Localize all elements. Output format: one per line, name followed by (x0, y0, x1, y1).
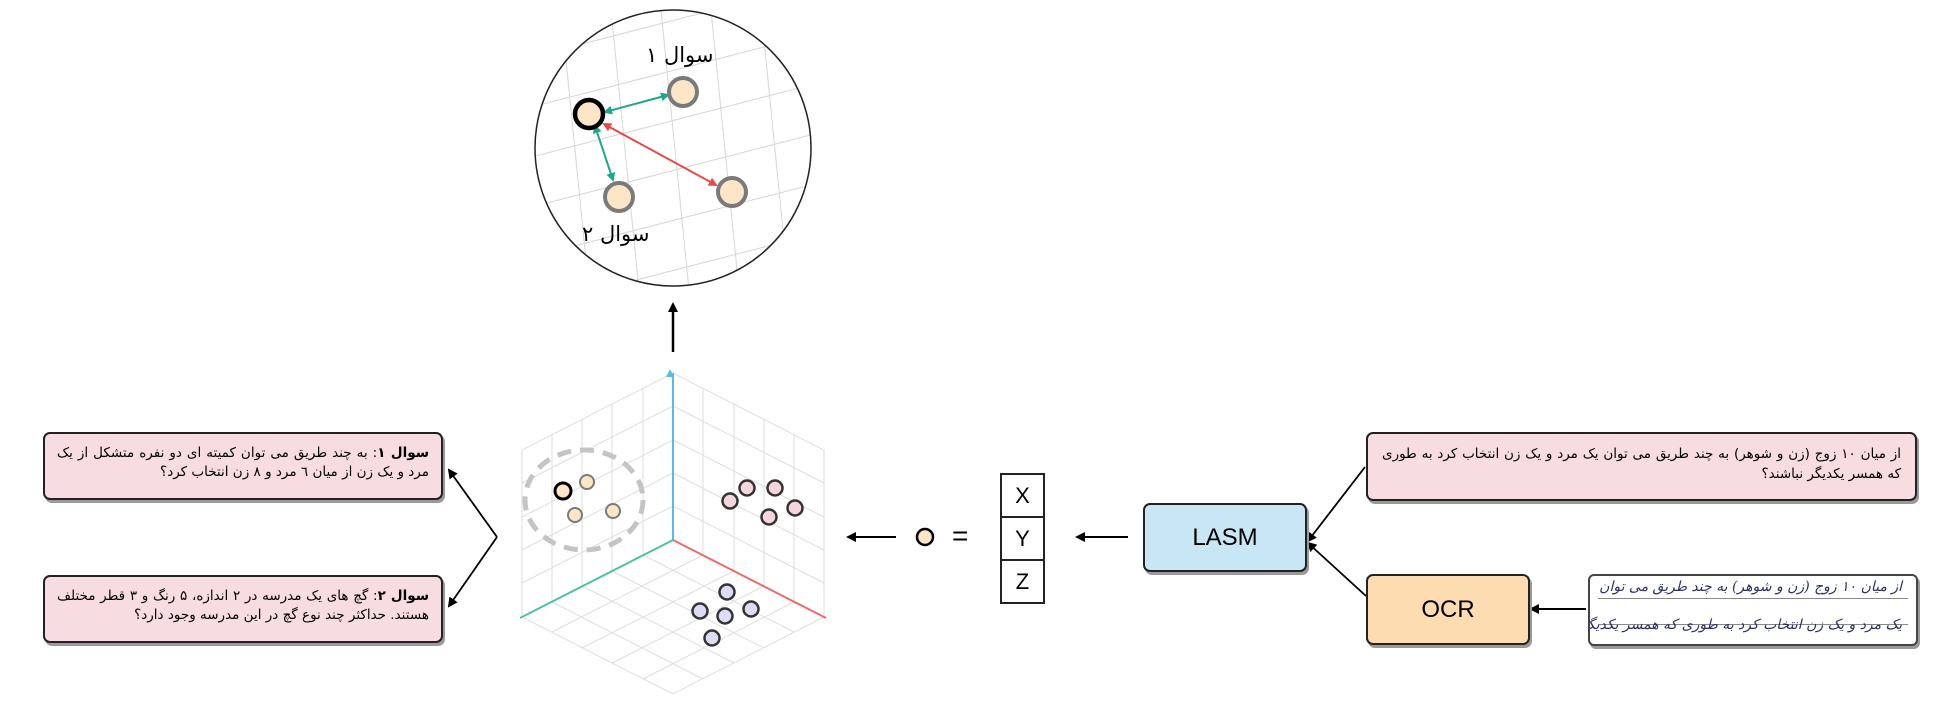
similarity-arrow-q1 (603, 92, 670, 115)
x-axis (672, 539, 827, 619)
q2-text: : گچ های یک مدرسه در ۲ اندازه، ۵ رنگ و ۳… (57, 588, 429, 623)
embedding-vector: X Y Z (1000, 473, 1045, 604)
embedding-space-3d (519, 369, 827, 695)
retrieved-question-1: سوال ۱: به چند طریق می توان کمیته ای دو … (43, 432, 443, 500)
vector-z: Z (1015, 568, 1030, 594)
equals-sign: = (952, 520, 969, 551)
neighbor-point-q1 (667, 76, 699, 108)
q1-title: سوال ۱ (377, 445, 430, 461)
ruled-line (1598, 598, 1908, 599)
input-question-text: از میان ۱۰ زوج (زن و شوهر) به چند طریق م… (1366, 432, 1917, 501)
vector-y: Y (1002, 518, 1043, 561)
query-point (572, 97, 606, 131)
arrow-text-to-model (1306, 466, 1366, 543)
cluster-peach (567, 474, 621, 523)
vector-x: X (1002, 475, 1043, 518)
handwritten-question-image: از میان ۱۰ زوج (زن و شوهر) به چند طریق م… (1588, 574, 1918, 646)
ruled-line (1598, 624, 1908, 625)
neighbor-point-q2 (603, 181, 635, 213)
zoom-circle (534, 9, 812, 287)
highlighted-cluster (522, 447, 646, 553)
q2-title: سوال ۲ (377, 588, 430, 604)
lasm-model-box: LASM (1143, 503, 1307, 572)
cluster-query-point (553, 481, 573, 501)
dissimilarity-arrow (602, 123, 718, 186)
handwritten-line-2: یک مرد و یک زن انتخاب کرد به طوری که همس… (1588, 617, 1902, 633)
zoom-label-q1: سوال ۱ (646, 43, 714, 67)
arrow-to-q2 (447, 536, 498, 608)
arrow-ocr-to-model (1306, 541, 1367, 597)
handwritten-line-1: از میان ۱۰ زوج (زن و شوهر) به چند طریق م… (1599, 579, 1902, 595)
ocr-label: OCR (1421, 595, 1475, 623)
embedding-point (915, 527, 935, 547)
ocr-box: OCR (1366, 574, 1530, 645)
retrieved-question-2: سوال ۲: گچ های یک مدرسه در ۲ اندازه، ۵ ر… (43, 575, 443, 643)
q1-text: : به چند طریق می توان کمیته ای دو نفره م… (57, 445, 429, 480)
lasm-label: LASM (1192, 523, 1258, 551)
arrow-to-q1 (447, 468, 498, 538)
cluster-lavender (691, 583, 760, 647)
input-text: از میان ۱۰ زوج (زن و شوهر) به چند طریق م… (1382, 446, 1902, 482)
zoom-label-q2: سوال ۲ (582, 222, 650, 246)
cluster-pink (721, 479, 804, 526)
far-point (716, 176, 748, 208)
y-axis (519, 539, 674, 619)
